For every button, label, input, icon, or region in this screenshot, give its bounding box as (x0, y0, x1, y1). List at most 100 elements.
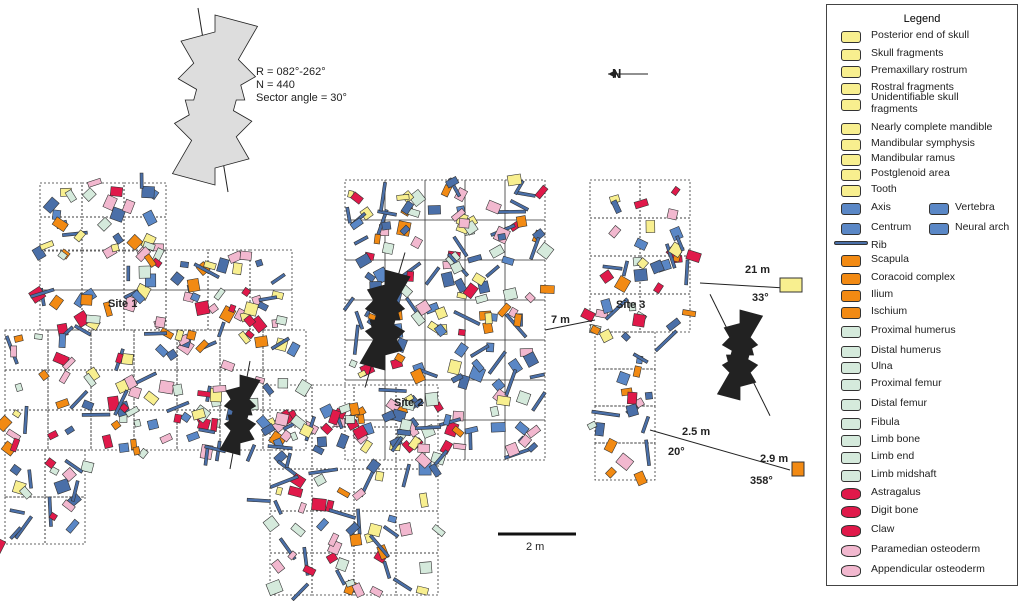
bone-specimen (302, 564, 317, 577)
bone-specimen (311, 497, 327, 512)
bone-specimen (110, 419, 122, 431)
bone-specimen (471, 358, 485, 373)
bone-specimen (410, 367, 426, 385)
bone-specimen (141, 185, 155, 199)
bone-specimen (13, 334, 24, 343)
scapula-icon (841, 255, 861, 267)
bone-specimen (352, 424, 369, 441)
bone-specimen (414, 425, 442, 431)
bone-specimen (400, 200, 415, 215)
bone-specimen (198, 427, 216, 435)
bone-specimen (82, 187, 97, 202)
bone-specimen (385, 398, 401, 413)
bone-specimen (5, 428, 22, 442)
bone-specimen (453, 310, 481, 327)
bone-specimen (126, 233, 144, 251)
bone-specimen (514, 421, 530, 436)
bone-specimen (243, 314, 257, 328)
bone-specimen (38, 369, 50, 382)
legend-item-label: Tooth (871, 183, 897, 195)
bone-specimen (73, 324, 92, 337)
bone-specimen (424, 266, 441, 286)
rib-icon (834, 241, 868, 245)
ischium-icon (841, 307, 861, 319)
bone-specimen (534, 184, 549, 200)
bone-specimen (450, 208, 466, 222)
bone-specimen (345, 578, 356, 588)
legend-item-label: Limb midshaft (871, 468, 937, 480)
bone-specimen (260, 423, 276, 437)
grid-cell (395, 552, 439, 596)
bone-specimen (625, 403, 640, 418)
bone-specimen (632, 352, 649, 364)
bone-specimen (110, 243, 120, 253)
bone-specimen (70, 480, 80, 502)
bone-specimen (485, 264, 501, 278)
bone-specimen (142, 209, 158, 227)
bone-specimen (138, 265, 151, 279)
bone-specimen (9, 526, 22, 540)
bone-specimen (516, 190, 536, 198)
bone-specimen (452, 235, 469, 258)
grid-cell (269, 510, 313, 554)
bone-specimen (53, 478, 72, 495)
bone-specimen (10, 345, 17, 358)
bone-specimen (620, 331, 631, 342)
bone-specimen (121, 198, 136, 215)
bone-specimen (61, 467, 77, 482)
rose-diagram-site (359, 269, 411, 371)
legend-item-label: Limb bone (871, 433, 921, 445)
bone-specimen (497, 209, 526, 214)
bone-specimen (39, 240, 55, 251)
bone-specimen (189, 292, 201, 303)
bone-specimen (180, 411, 192, 423)
bone-specimen (600, 298, 614, 314)
grid-cell (395, 468, 439, 512)
bone-specimen (173, 413, 183, 424)
grid-cell (249, 249, 293, 291)
bone-specimen (102, 301, 113, 318)
bone-specimen (615, 452, 635, 472)
bone-specimen (243, 301, 259, 317)
bone-specimen (228, 303, 237, 313)
bone-specimen (497, 233, 507, 241)
bone-specimen (246, 497, 271, 503)
skull-specimen-21m (779, 277, 803, 293)
bone-specimen (464, 425, 479, 435)
bone-specimen (354, 310, 365, 330)
legend-item-label: Ischium (871, 305, 908, 317)
bone-specimen (203, 260, 217, 271)
bone-specimen (382, 524, 400, 539)
bone-specimen (589, 324, 601, 336)
bone-specimen (101, 434, 114, 450)
bone-specimen (220, 359, 236, 373)
unidentifiable-skull-fragments-icon (841, 99, 861, 111)
bone-specimen (348, 359, 358, 369)
bone-specimen (216, 321, 226, 338)
grid-cell (504, 419, 546, 461)
bone-specimen (392, 577, 413, 592)
bone-specimen (352, 487, 367, 502)
legend-item-label: Astragalus (871, 486, 921, 498)
bone-specimen (289, 431, 299, 442)
bone-specimen (158, 379, 175, 395)
bone-specimen (415, 299, 432, 317)
bone-specimen (328, 409, 342, 426)
bone-specimen (373, 233, 381, 245)
bone-specimen (440, 271, 455, 288)
bone-specimen (131, 289, 146, 305)
bone-specimen (524, 292, 536, 304)
limb-end-icon (841, 452, 861, 464)
bone-specimen (298, 423, 314, 439)
bone-specimen (316, 436, 328, 448)
bone-specimen (685, 249, 702, 263)
bone-specimen (274, 411, 290, 427)
bone-specimen (85, 314, 101, 324)
ischium-specimen (791, 461, 805, 477)
grid-cell (594, 442, 656, 481)
bone-specimen (0, 538, 7, 555)
bone-specimen (51, 216, 69, 233)
bone-specimen (83, 372, 97, 388)
angle-33: 33° (752, 292, 769, 304)
bone-specimen (191, 407, 206, 421)
